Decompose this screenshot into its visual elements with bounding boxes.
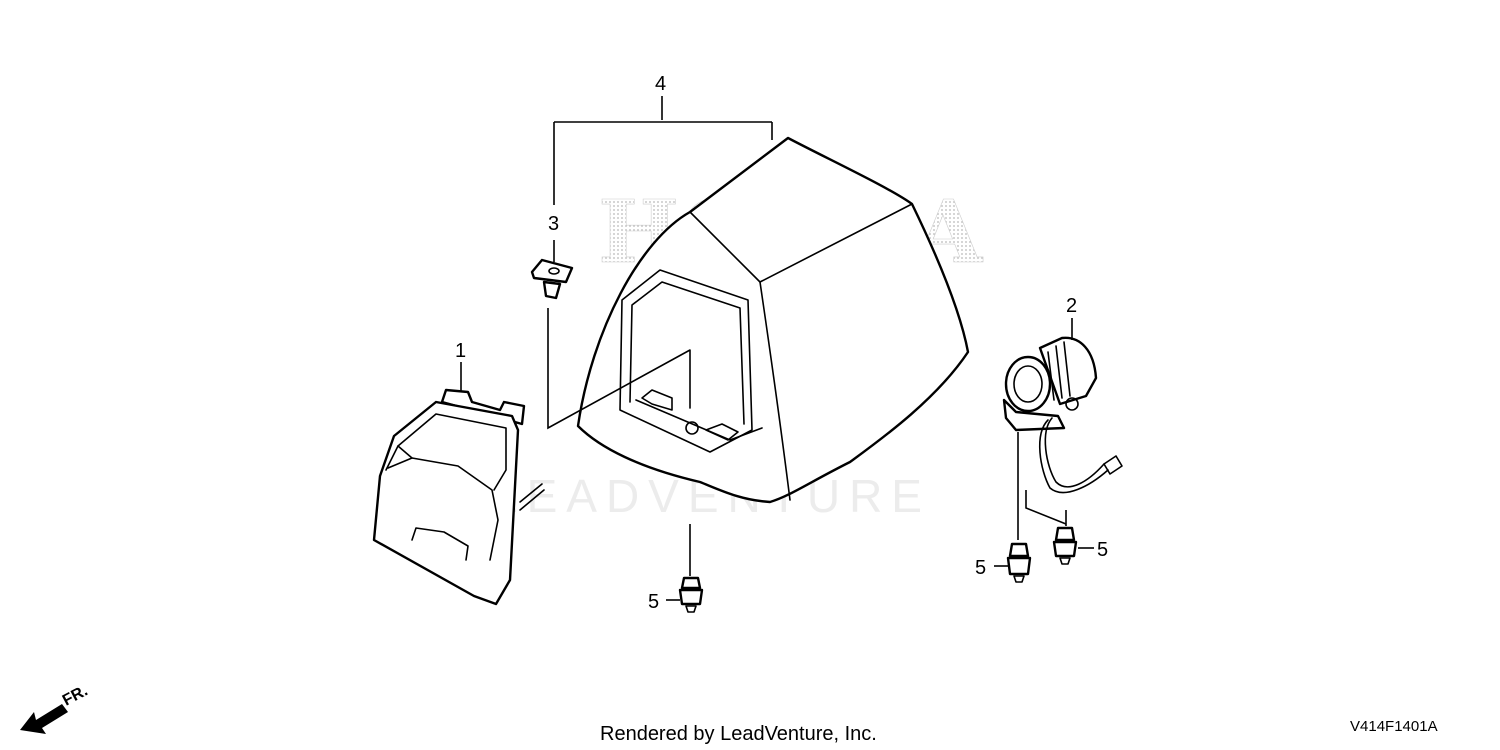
callout-2[interactable]: 2 [1066, 295, 1077, 317]
front-arrow-icon [20, 704, 68, 734]
bolt-left-horn[interactable] [1006, 542, 1032, 583]
callout-4[interactable]: 4 [655, 73, 666, 95]
meter-assembly-part[interactable] [372, 388, 545, 606]
grommet-part[interactable] [530, 258, 574, 300]
callout-1[interactable]: 1 [455, 340, 466, 362]
diagram-code: V414F1401A [1350, 718, 1438, 735]
bolt-right-horn[interactable] [1052, 526, 1078, 565]
horn-part[interactable] [1002, 336, 1123, 494]
callout-5-center[interactable]: 5 [648, 591, 659, 613]
callout-5-left[interactable]: 5 [975, 557, 986, 579]
footer-credit: Rendered by LeadVenture, Inc. [600, 723, 877, 745]
leader-lines [460, 96, 1094, 601]
meter-cover-part[interactable] [576, 136, 970, 504]
callout-3[interactable]: 3 [548, 213, 559, 235]
front-direction-label: FR. [60, 682, 91, 709]
callout-5-right[interactable]: 5 [1097, 539, 1108, 561]
bolt-center[interactable] [678, 576, 704, 613]
